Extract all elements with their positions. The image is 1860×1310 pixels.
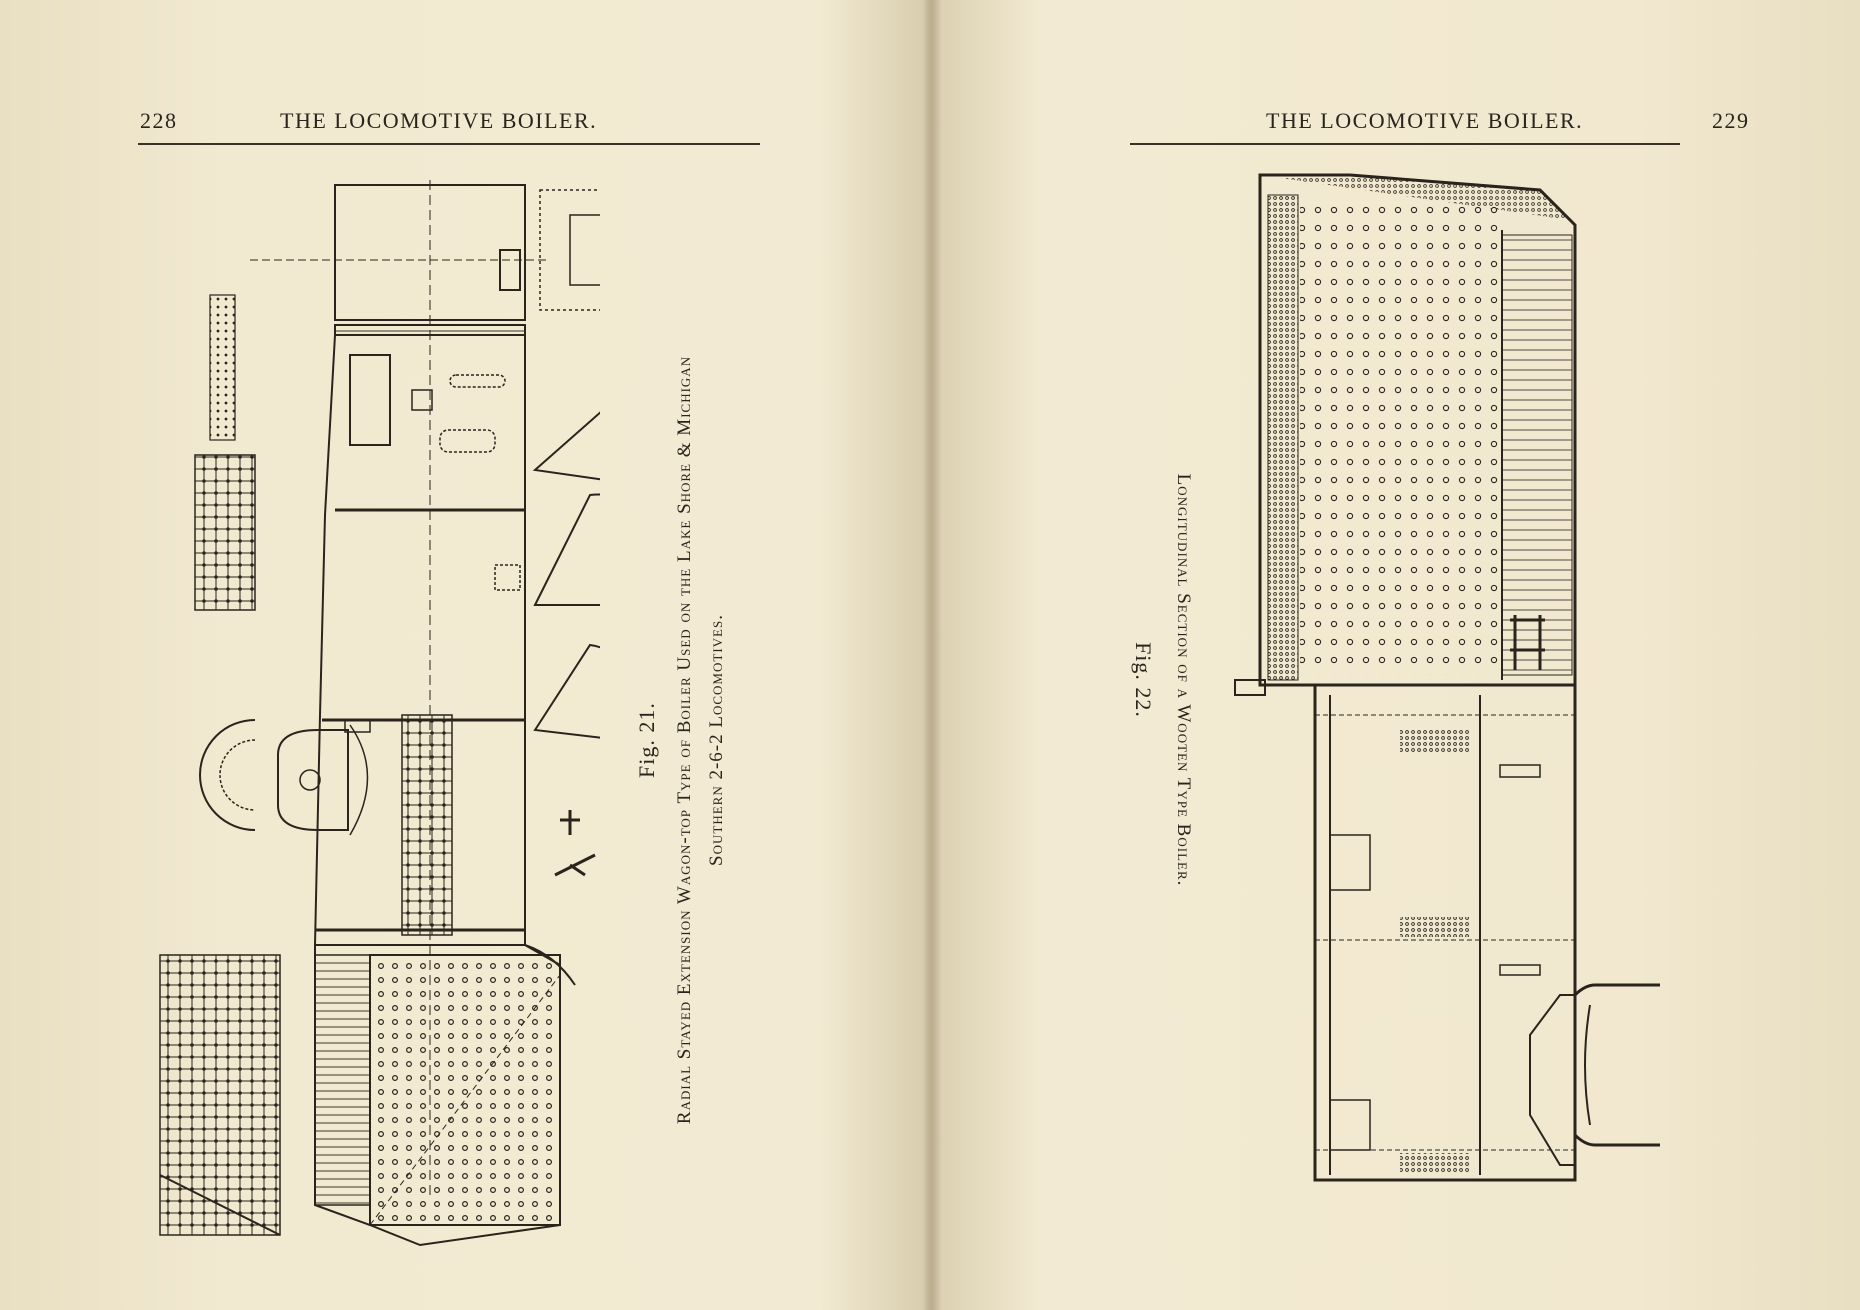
fig21-number: Fig. 21. xyxy=(634,702,659,778)
fig22-wooten-boiler-drawing xyxy=(1234,173,1660,1182)
header-rule-left xyxy=(138,143,760,145)
running-head-left: THE LOCOMOTIVE BOILER. xyxy=(280,108,598,133)
fig22-number: Fig. 22. xyxy=(1131,642,1156,718)
fig21-caption-line1: Radial Stayed Extension Wagon-top Type o… xyxy=(674,355,695,1125)
right-page: THE LOCOMOTIVE BOILER. 229 Longitudinal … xyxy=(930,0,1860,1310)
left-page: 228 THE LOCOMOTIVE BOILER. xyxy=(138,108,760,1290)
fig22-caption-line1: Longitudinal Section of a Wooten Type Bo… xyxy=(1173,473,1194,887)
fig21-boiler-drawing xyxy=(159,180,600,1247)
book-gutter xyxy=(922,0,942,1310)
running-head-right: THE LOCOMOTIVE BOILER. xyxy=(1266,108,1584,133)
fig21-caption: Fig. 21. Radial Stayed Extension Wagon-t… xyxy=(631,190,733,1290)
header-rule-right xyxy=(1130,143,1680,145)
fig22-caption: Longitudinal Section of a Wooten Type Bo… xyxy=(1121,330,1199,1030)
page-number-right: 229 xyxy=(1712,108,1750,133)
page-number-left: 228 xyxy=(140,108,178,133)
fig21-caption-line2: Southern 2-6-2 Locomotives. xyxy=(706,614,727,866)
